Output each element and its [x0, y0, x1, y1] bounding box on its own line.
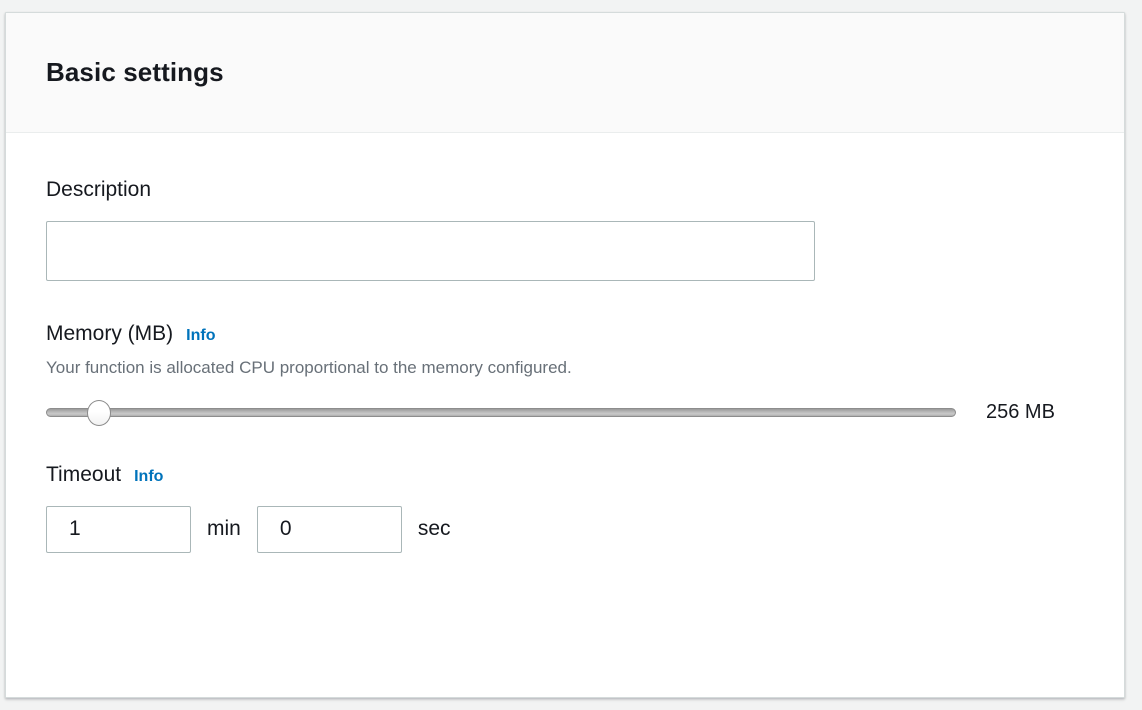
memory-hint-text: Your function is allocated CPU proportio… — [46, 357, 572, 377]
timeout-minutes-input[interactable] — [46, 505, 191, 553]
panel-body: Description Memory (MB) Info Your functi… — [6, 133, 1124, 553]
description-field-group: Description — [46, 177, 1084, 282]
memory-field-group: Memory (MB) Info Your function is alloca… — [46, 321, 1084, 426]
description-input[interactable] — [46, 221, 815, 282]
timeout-seconds-input[interactable] — [256, 505, 402, 553]
memory-slider-thumb[interactable] — [86, 399, 111, 426]
memory-label-text: Memory (MB) — [46, 322, 174, 346]
basic-settings-panel: Basic settings Description Memory (MB) I… — [5, 12, 1125, 698]
memory-value-label: 256 MB — [986, 401, 1055, 424]
timeout-field-group: Timeout Info min sec — [46, 462, 1084, 553]
timeout-seconds-unit: sec — [417, 517, 451, 541]
memory-slider[interactable] — [46, 399, 956, 426]
memory-label: Memory (MB) Info — [46, 321, 1084, 347]
timeout-label: Timeout Info — [46, 462, 1084, 488]
page-title: Basic settings — [46, 56, 224, 87]
timeout-inputs-row: min sec — [46, 505, 1084, 553]
memory-slider-track[interactable] — [46, 408, 956, 418]
panel-header: Basic settings — [6, 13, 1124, 133]
description-label-text: Description — [46, 178, 152, 201]
timeout-minutes-unit: min — [207, 517, 241, 541]
description-label: Description — [46, 177, 1084, 203]
memory-info-link[interactable]: Info — [186, 327, 216, 345]
timeout-info-link[interactable]: Info — [134, 467, 164, 485]
memory-slider-row: 256 MB — [46, 399, 1084, 426]
timeout-label-text: Timeout — [46, 462, 122, 486]
